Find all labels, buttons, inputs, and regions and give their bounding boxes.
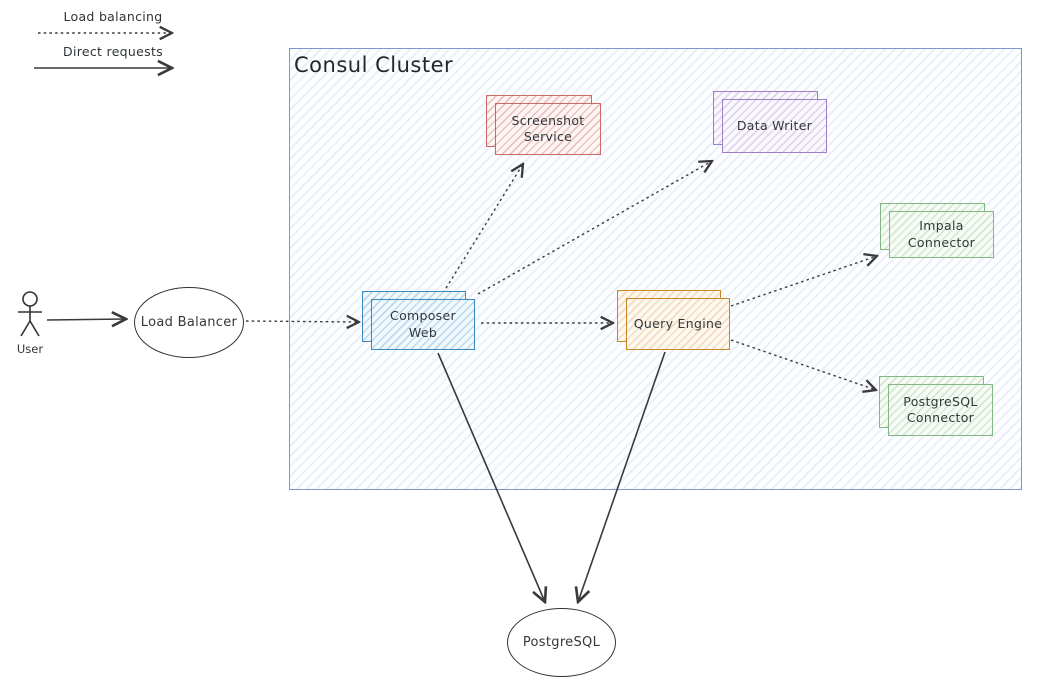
- consul-cluster-container: Consul Cluster: [289, 48, 1022, 490]
- node-postgresql-db: PostgreSQL: [507, 608, 616, 677]
- cluster-title: Consul Cluster: [294, 53, 454, 77]
- screenshot-service-label: Screenshot Service: [511, 112, 585, 144]
- edge-query-engine-to-postgresql-connector: [730, 339, 876, 390]
- edge-user-to-load-balancer: [46, 319, 126, 320]
- user-head: [22, 291, 38, 307]
- data-writer-label: Data Writer: [736, 117, 813, 133]
- user-label: User: [16, 342, 44, 356]
- composer-web-label: Composer Web: [390, 308, 456, 340]
- node-load-balancer: Load Balancer: [134, 287, 244, 358]
- screenshot-service-front-rect: Screenshot Service: [495, 103, 601, 155]
- edge-composer-web-to-postgresql: [437, 352, 545, 602]
- edges: [46, 161, 877, 602]
- user-leg-left: [20, 320, 31, 337]
- legend-arrows: [34, 33, 172, 68]
- edge-load-balancer-to-composer-web: [245, 321, 359, 322]
- edge-query-engine-to-impala-connector: [730, 256, 877, 307]
- user-figure: [18, 291, 42, 337]
- user-leg-right: [29, 320, 40, 337]
- edge-composer-web-to-screenshot-service: [442, 164, 523, 294]
- data-writer-front-rect: Data Writer: [722, 99, 827, 153]
- legend-label-load-balancing: Load balancing: [63, 9, 163, 24]
- composer-web-front-rect: Composer Web: [371, 299, 475, 350]
- postgresql-db-label: PostgreSQL: [522, 635, 601, 650]
- impala-connector-label: Impala Connector: [907, 218, 976, 250]
- postgresql-connector-label: PostgreSQL Connector: [903, 393, 978, 425]
- postgresql-connector-front-rect: PostgreSQL Connector: [888, 384, 993, 436]
- legend-label-direct-requests: Direct requests: [63, 44, 163, 59]
- impala-connector-front-rect: Impala Connector: [889, 211, 994, 258]
- edge-query-engine-to-postgresql: [578, 351, 666, 602]
- edge-composer-web-to-data-writer: [477, 161, 712, 295]
- query-engine-front-rect: Query Engine: [626, 298, 730, 350]
- load-balancer-label: Load Balancer: [140, 315, 238, 330]
- query-engine-label: Query Engine: [633, 315, 723, 331]
